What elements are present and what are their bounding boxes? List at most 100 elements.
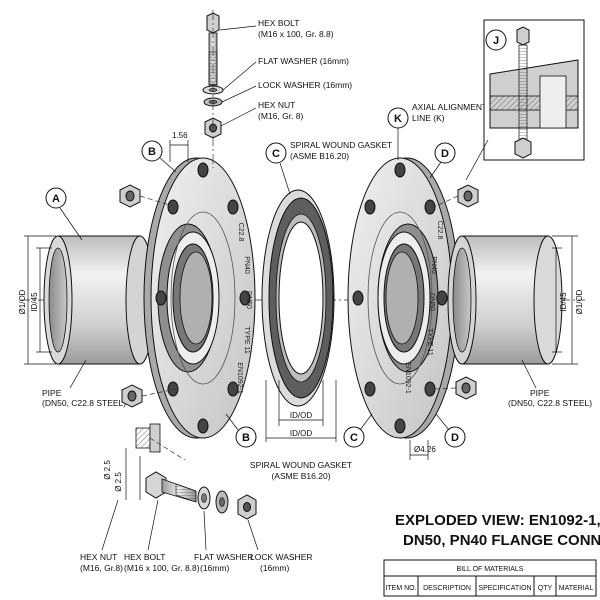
svg-text:TYPE 11: TYPE 11 xyxy=(243,326,250,354)
bill-of-materials-table: BILL OF MATERIALS ITEM NO. DESCRIPTION S… xyxy=(383,559,597,597)
svg-text:ID/OD: ID/OD xyxy=(290,429,312,438)
svg-text:(M16 x 100, Gr. 8.8): (M16 x 100, Gr. 8.8) xyxy=(258,29,334,39)
right-pipe xyxy=(447,235,563,365)
svg-text:TYPE 11: TYPE 11 xyxy=(426,328,433,356)
svg-text:(16mm): (16mm) xyxy=(200,563,229,573)
bom-col-specification: SPECIFICATION xyxy=(478,585,531,592)
callout-b-bottom: B xyxy=(225,413,257,448)
detail-j-leader xyxy=(465,139,489,181)
bom-title: BILL OF MATERIALS xyxy=(457,566,524,573)
callout-b-top: B xyxy=(141,140,177,173)
gasket-bottom-label: SPIRAL WOUND GASKET (ASME B16.20) xyxy=(250,460,352,481)
callout-d-top: D xyxy=(429,142,456,179)
svg-text:A: A xyxy=(52,193,60,205)
left-hex-nut-upper xyxy=(119,184,141,208)
svg-text:EN1092-1: EN1092-1 xyxy=(236,362,243,394)
left-pipe-dimensions: Ø1/OD ID/45 xyxy=(18,235,56,365)
svg-text:B: B xyxy=(148,146,156,158)
svg-text:D: D xyxy=(451,432,459,444)
bom-col-description: DESCRIPTION xyxy=(423,585,471,592)
right-pipe-id-label: ID/45 xyxy=(559,292,568,312)
svg-text:SPIRAL WOUND GASKET: SPIRAL WOUND GASKET xyxy=(250,460,352,470)
svg-text:FLAT WASHER (16mm): FLAT WASHER (16mm) xyxy=(258,56,349,66)
bom-col-item: ITEM NO. xyxy=(385,585,416,592)
left-flange-bolt-holes xyxy=(155,162,251,434)
bolt-section-detail: Ø 2.5 Ø 2.5 xyxy=(103,423,186,500)
flange-thickness-dimension: 1.56 xyxy=(169,131,189,162)
callout-d-bottom: D xyxy=(435,413,466,448)
right-flange xyxy=(347,157,460,439)
svg-text:LOCK WASHER: LOCK WASHER xyxy=(250,552,313,562)
svg-text:J: J xyxy=(493,35,499,47)
left-flange-engraving: C22.8 PN40 DN50 TYPE 11 EN1092-1 xyxy=(236,223,252,394)
spiral-wound-gasket xyxy=(261,189,335,407)
right-flange-bolt-holes xyxy=(352,162,448,434)
right-flange-dimension: Ø4.26 xyxy=(409,440,436,460)
svg-text:AXIAL ALIGNMENT: AXIAL ALIGNMENT xyxy=(412,102,487,112)
svg-text:DN50: DN50 xyxy=(428,293,435,311)
svg-text:LOCK WASHER (16mm): LOCK WASHER (16mm) xyxy=(258,80,352,90)
svg-text:EN1092-1: EN1092-1 xyxy=(404,362,411,394)
left-flange xyxy=(143,157,256,439)
callout-a: A xyxy=(45,187,83,241)
svg-text:(M16, Gr. 8): (M16, Gr. 8) xyxy=(258,111,304,121)
svg-text:DN50: DN50 xyxy=(245,291,252,309)
svg-text:FLAT WASHER: FLAT WASHER xyxy=(194,552,253,562)
svg-text:(DN50, C22.8 STEEL): (DN50, C22.8 STEEL) xyxy=(42,398,126,408)
svg-text:C22.8: C22.8 xyxy=(436,221,443,240)
svg-text:LINE (K): LINE (K) xyxy=(412,113,445,123)
svg-text:Ø4.26: Ø4.26 xyxy=(414,445,436,454)
title-line-1: EXPLODED VIEW: EN1092-1, TYPE 11, xyxy=(395,512,600,529)
right-pipe-od-label: Ø1/OD xyxy=(575,289,584,314)
svg-text:(M16 x 100, Gr. 8.8): (M16 x 100, Gr. 8.8) xyxy=(124,563,200,573)
left-pipe xyxy=(43,235,155,365)
right-hex-nut-lower xyxy=(455,376,477,400)
svg-text:1.56: 1.56 xyxy=(172,131,188,140)
svg-text:B: B xyxy=(242,432,250,444)
svg-text:HEX NUT: HEX NUT xyxy=(80,552,117,562)
left-pipe-label: PIPE (DN50, C22.8 STEEL) xyxy=(42,359,126,408)
svg-text:PIPE: PIPE xyxy=(42,388,62,398)
bottom-hex-bolt xyxy=(145,471,197,503)
bom-col-qty: QTY xyxy=(538,585,553,592)
callout-c-bottom: C xyxy=(343,413,373,448)
svg-text:C: C xyxy=(272,148,280,160)
svg-text:C22.8: C22.8 xyxy=(237,223,244,242)
svg-text:(16mm): (16mm) xyxy=(260,563,289,573)
svg-text:HEX NUT: HEX NUT xyxy=(258,100,295,110)
top-bolt-labels: HEX BOLT (M16 x 100, Gr. 8.8) FLAT WASHE… xyxy=(219,18,352,127)
svg-text:HEX BOLT: HEX BOLT xyxy=(124,552,165,562)
svg-text:PN40: PN40 xyxy=(430,256,437,274)
title-line-2: DN50, PN40 FLANGE CONNECTION xyxy=(403,532,600,549)
gasket-id-od-dimensions: ID/OD ID/OD xyxy=(265,380,337,442)
svg-text:(ASME B16.20): (ASME B16.20) xyxy=(290,151,349,161)
bottom-flat-washer xyxy=(197,486,211,510)
detail-j-inset: J xyxy=(483,19,585,161)
svg-text:(M16, Gr.8): (M16, Gr.8) xyxy=(80,563,123,573)
svg-text:(ASME B16.20): (ASME B16.20) xyxy=(271,471,330,481)
svg-text:C: C xyxy=(350,432,358,444)
left-pipe-id-label: ID/45 xyxy=(30,292,39,312)
right-pipe-label: PIPE (DN50, C22.8 STEEL) xyxy=(508,359,592,408)
svg-text:Ø 2.5: Ø 2.5 xyxy=(103,460,112,480)
left-hex-nut-lower xyxy=(121,384,143,408)
svg-text:K: K xyxy=(394,113,402,125)
svg-text:ID/OD: ID/OD xyxy=(290,411,312,420)
callout-k: K AXIAL ALIGNMENT LINE (K) xyxy=(387,102,487,160)
bom-col-material: MATERIAL xyxy=(559,585,594,592)
svg-text:Ø 2.5: Ø 2.5 xyxy=(114,472,123,492)
svg-text:D: D xyxy=(441,148,449,160)
right-flange-engraving: C22.8 PN40 DN50 TYPE 11 EN1092-1 xyxy=(404,221,443,394)
svg-text:SPIRAL WOUND GASKET: SPIRAL WOUND GASKET xyxy=(290,140,392,150)
svg-text:PN40: PN40 xyxy=(243,256,250,274)
bottom-lock-washer xyxy=(215,490,229,514)
svg-text:PIPE: PIPE xyxy=(530,388,550,398)
right-hex-nut-upper xyxy=(457,184,479,208)
svg-text:(DN50, C22.8 STEEL): (DN50, C22.8 STEEL) xyxy=(508,398,592,408)
bottom-fastener-labels: HEX NUT (M16, Gr.8) HEX BOLT (M16 x 100,… xyxy=(80,499,313,573)
svg-text:HEX BOLT: HEX BOLT xyxy=(258,18,299,28)
callout-c-top: C SPIRAL WOUND GASKET (ASME B16.20) xyxy=(265,140,392,195)
left-pipe-od-label: Ø1/OD xyxy=(18,289,27,314)
right-pipe-dimensions: ID/45 Ø1/OD xyxy=(552,235,584,365)
